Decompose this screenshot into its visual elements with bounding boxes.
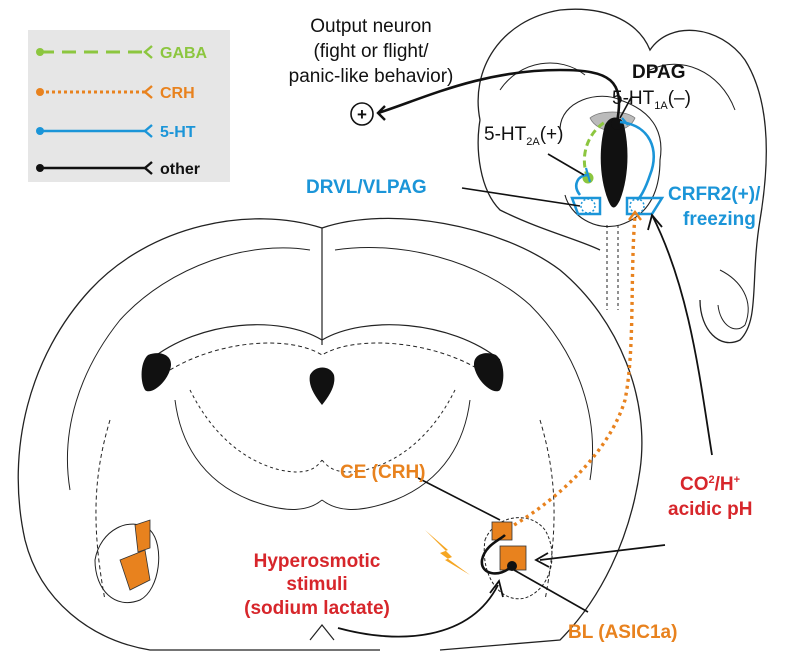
inner-loop-right-2 [321, 389, 456, 473]
drvl-leader-line [461, 187, 581, 207]
legend-5ht-terminal [143, 124, 153, 138]
inner-loop-left [174, 399, 323, 510]
legend-gaba-terminal [143, 45, 153, 59]
ht1a-label-base: 5-HT [612, 88, 655, 109]
acidic-ph-label: acidic pH [668, 499, 752, 520]
cortex-inner-right [334, 247, 593, 481]
crfr2-label-line2: freezing [683, 209, 756, 230]
dpag-aqueduct [600, 117, 628, 208]
ht1a-leader-line [619, 95, 633, 119]
ht2a-label-sub: 2A [526, 136, 540, 148]
bl-leader-line [513, 569, 589, 613]
ht1a-label-suffix: (–) [668, 88, 691, 109]
bl-neuron-loop [480, 534, 513, 575]
hyperosmotic-arrow [337, 584, 499, 638]
legend-item-5ht: 5-HT [36, 124, 196, 141]
dpag-label: DPAG [632, 62, 685, 83]
inner-loop-right [321, 399, 471, 510]
brainstem-outline [477, 8, 767, 344]
ventral-notch [309, 624, 335, 641]
lateral-ventricle-right [473, 353, 504, 392]
excitation-symbol-circle [350, 102, 374, 126]
legend-item-gaba: GABA [36, 45, 208, 62]
co2-arrow-to-pag [651, 214, 713, 456]
excitation-symbol: + [357, 105, 367, 124]
cortex-inner-left [67, 247, 311, 491]
legend: GABA CRH 5-HT other [28, 30, 230, 182]
pag-outline [559, 95, 662, 228]
serotonin-ht2a-terminal [584, 167, 592, 183]
crh-terminal [628, 210, 642, 221]
legend-gaba-label: GABA [160, 45, 208, 62]
crfr2-label-line1: CRFR2(+)/ [668, 184, 761, 205]
ventricles [141, 353, 504, 405]
hyperosmotic-label-line1: Hyperosmotic [254, 551, 381, 572]
vlpag-site-left [580, 198, 596, 214]
legend-5ht-label: 5-HT [160, 124, 196, 141]
drvl-vlpag-label: DRVL/VLPAG [306, 177, 427, 198]
lateral-ventricle-left [141, 353, 171, 392]
brainstem-right-lobe [717, 269, 749, 330]
gaba-interneuron-path [582, 120, 606, 179]
capsule-right [539, 419, 555, 601]
co2-mid: /H [715, 474, 734, 495]
aqueduct-channel [606, 225, 619, 310]
bl-label: BL (ASIC1a) [568, 622, 677, 643]
colliculus-left [499, 62, 586, 91]
crh-projection-path [501, 214, 637, 534]
dpag-cell-body [611, 118, 623, 130]
legend-item-other: other [36, 161, 200, 178]
output-neuron-label-line2: (fight or flight/ [313, 41, 429, 62]
serotonin-path [575, 120, 655, 202]
co2-arrowhead-pag [647, 213, 663, 231]
legend-other-terminal [143, 161, 153, 175]
colliculus-right [649, 63, 736, 111]
legend-other-label: other [160, 161, 200, 178]
ht1a-label-sub: 1A [654, 100, 668, 112]
vlpag-wedge-left [570, 196, 602, 216]
serotonin-ht1a-terminal [621, 117, 629, 126]
vlpag-site-right [629, 198, 645, 214]
output-neuron-label-line1: Output neuron [310, 16, 431, 37]
forebrain-outline [17, 217, 643, 651]
output-neuron-label-line3: panic-like behavior) [289, 66, 454, 87]
ht2a-label-suffix: (+) [540, 124, 564, 145]
co2-arrow-to-bl [539, 544, 666, 561]
co2-arrowhead-bl [534, 552, 550, 568]
forebrain-coronal-section [17, 217, 643, 651]
bl-cell-body [507, 561, 517, 571]
co2-sup2: + [734, 474, 740, 486]
ce-label: CE (CRH) [340, 462, 426, 483]
lightning-bolt-icon [425, 530, 470, 575]
legend-crh-terminal [143, 85, 153, 99]
ht1a-label: 5-HT1A(–) [612, 88, 691, 112]
output-neuron-path [377, 68, 621, 123]
co2-base: CO [680, 474, 709, 495]
inner-loop-left-2 [189, 389, 323, 473]
amygdala-outline-right [483, 517, 553, 600]
co2-label: CO2/H+ [680, 474, 740, 495]
hyperosmotic-arrowhead [489, 578, 504, 598]
third-ventricle [309, 367, 335, 405]
ce-leader-line [417, 477, 501, 521]
ht2a-leader-line [547, 153, 585, 176]
hyperosmotic-label-line3: (sodium lactate) [244, 598, 390, 619]
legend-crh-label: CRH [160, 85, 195, 102]
corpus-callosum-inner [169, 342, 481, 371]
legend-box [28, 30, 230, 182]
hyperosmotic-label-line2: stimuli [286, 574, 347, 595]
output-neuron-terminal [376, 105, 386, 121]
amygdala-fill-left-2 [134, 519, 151, 553]
ht2a-label-base: 5-HT [484, 124, 527, 145]
amygdala-fill-left [119, 549, 151, 591]
capsule-left [95, 419, 111, 601]
corpus-callosum [149, 324, 501, 361]
co2-sup1: 2 [709, 474, 715, 486]
legend-item-crh: CRH [36, 85, 195, 102]
brainstem-section [477, 8, 767, 344]
ht2a-label: 5-HT2A(+) [484, 124, 563, 148]
amygdala-outline-left [94, 523, 160, 604]
